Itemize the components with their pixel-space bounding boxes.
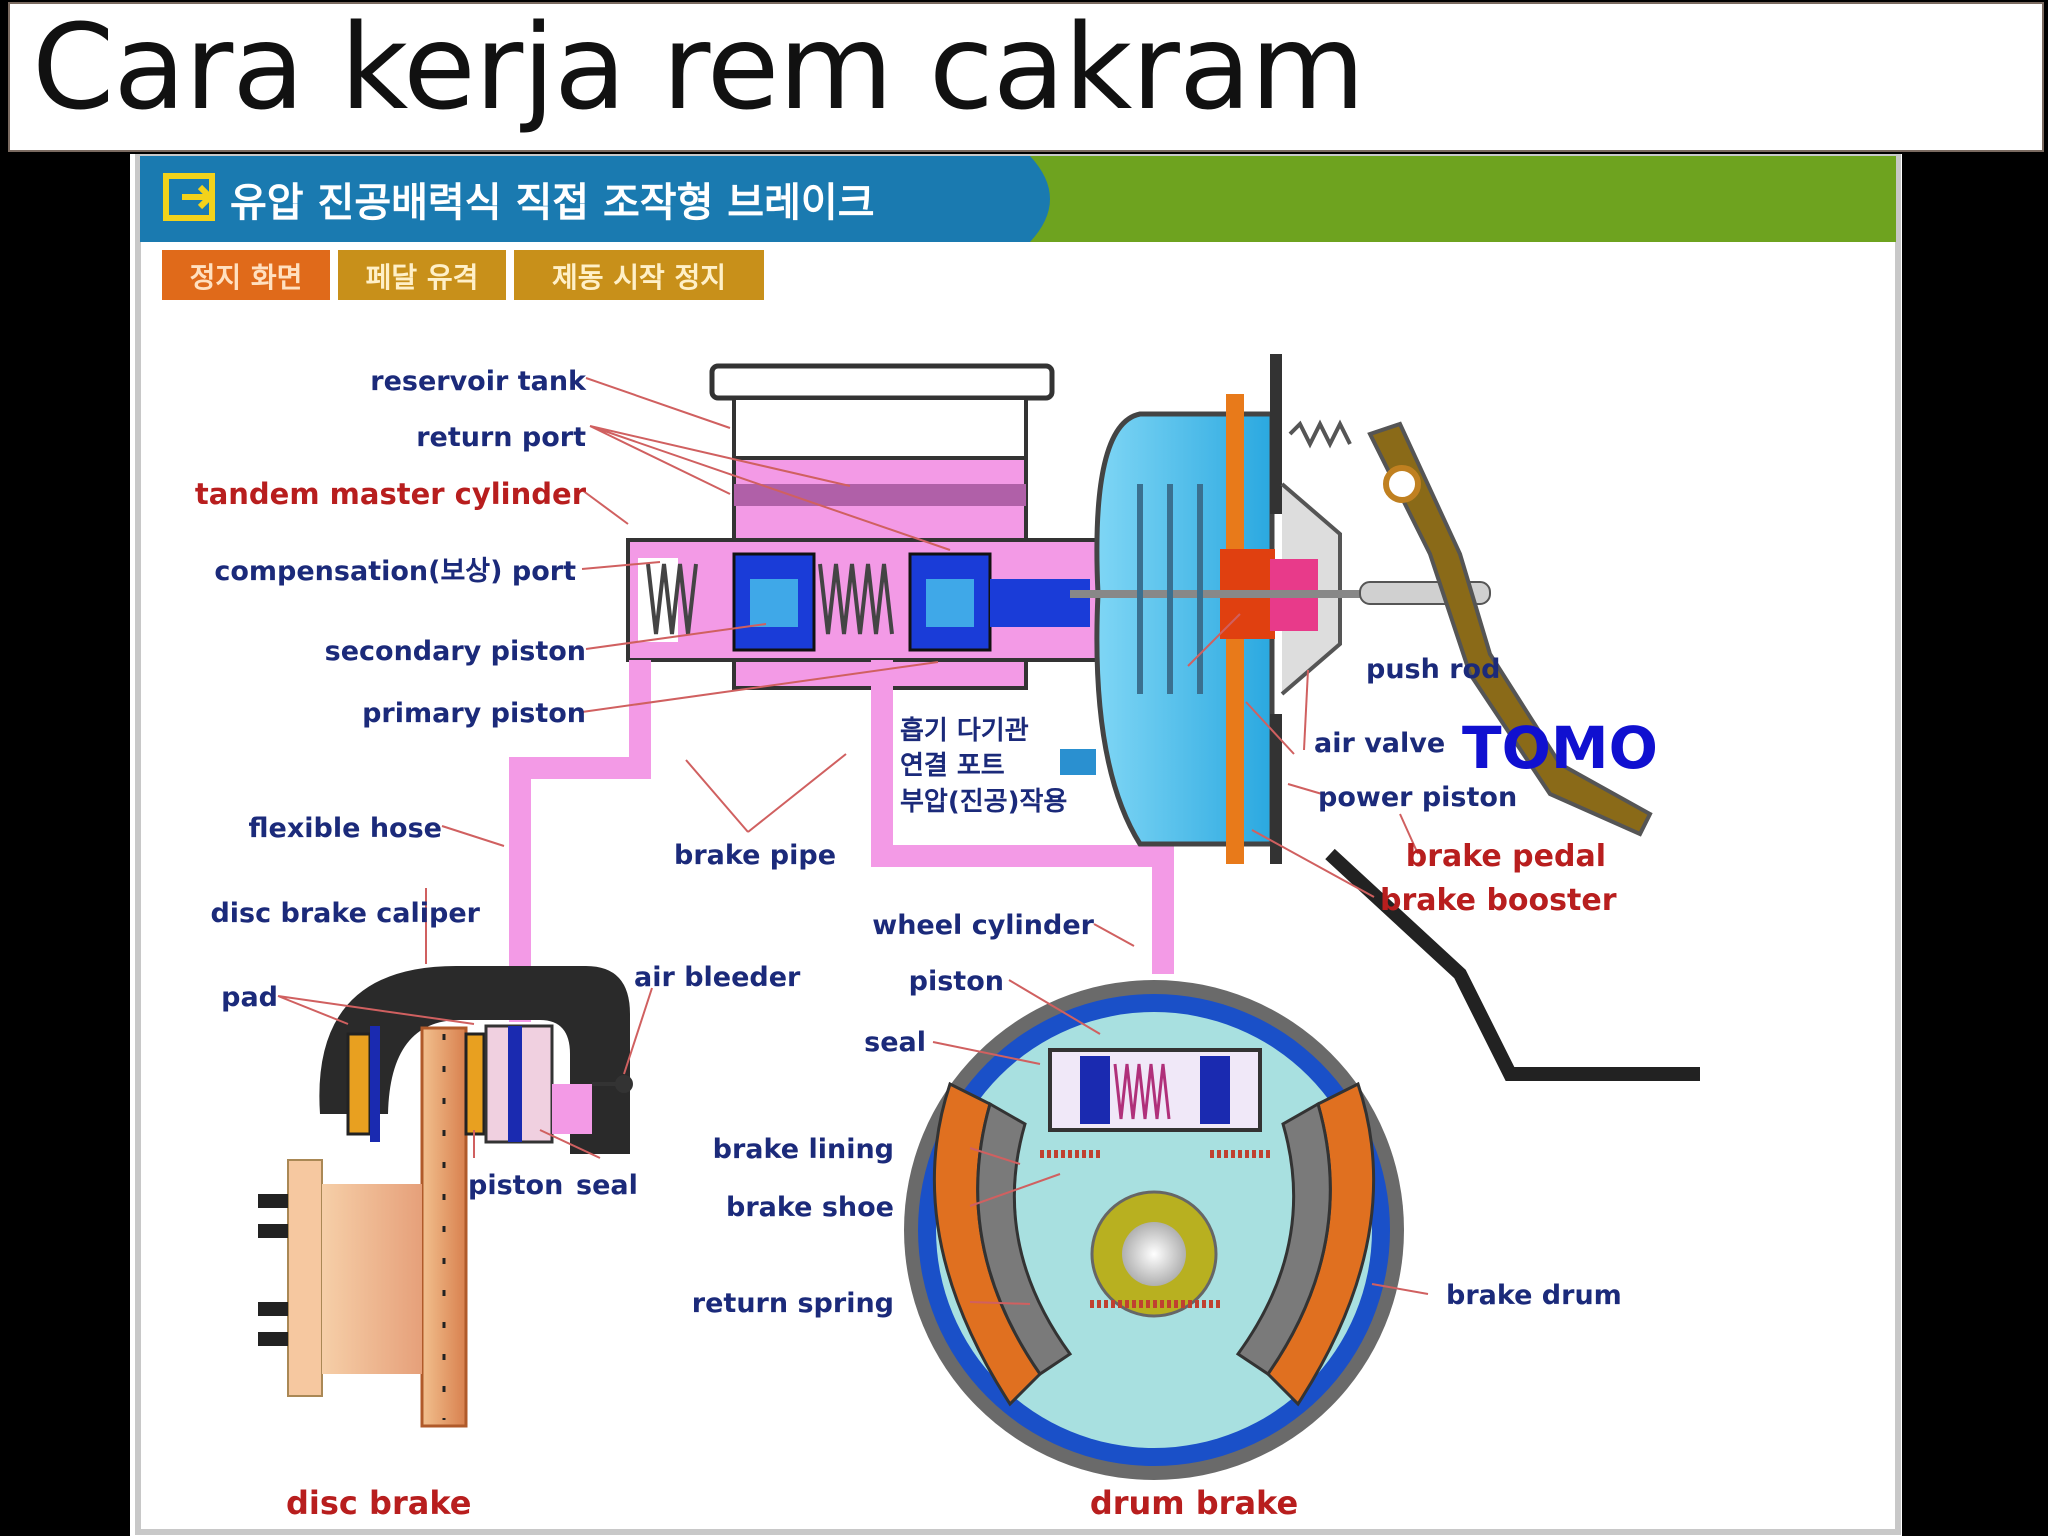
label-tandem-master-cylinder: tandem master cylinder bbox=[195, 477, 587, 511]
label-flexible-hose: flexible hose bbox=[249, 813, 442, 844]
label-power-piston: power piston bbox=[1318, 782, 1517, 813]
brake-pedal bbox=[1288, 419, 1700, 1081]
label-return-port: return port bbox=[416, 422, 586, 453]
label-reservoir-tank: reservoir tank bbox=[370, 366, 587, 397]
label-vacuum-action: 부압(진공)작용 bbox=[900, 787, 1067, 817]
label-intake-port: 연결 포트 bbox=[900, 751, 1005, 781]
brake-pipes bbox=[509, 660, 1174, 1022]
label-brake-lining: brake lining bbox=[713, 1134, 894, 1165]
label-return-spring: return spring bbox=[692, 1288, 894, 1319]
label-brake-pedal: brake pedal bbox=[1406, 839, 1606, 874]
label-pad: pad bbox=[221, 982, 278, 1013]
tab-braking-label: 제동 시작 정지 bbox=[552, 261, 726, 294]
label-seal: seal bbox=[576, 1170, 638, 1201]
label-secondary-piston: secondary piston bbox=[325, 636, 586, 667]
label-primary-piston: primary piston bbox=[362, 698, 586, 729]
label-drum-brake: drum brake bbox=[1090, 1484, 1298, 1522]
header-title: 유압 진공배력식 직접 조작형 브레이크 bbox=[230, 180, 875, 226]
exit-icon bbox=[163, 173, 215, 221]
label-drum-seal: seal bbox=[864, 1027, 926, 1058]
drum-brake-assembly bbox=[904, 980, 1404, 1480]
slide-title-box: Cara kerja rem cakram bbox=[8, 0, 2044, 152]
label-air-bleeder: air bleeder bbox=[634, 962, 801, 993]
tab-braking[interactable] bbox=[514, 250, 764, 300]
diagram-labels: reservoir tank return port tandem master… bbox=[195, 366, 1622, 1522]
label-air-valve: air valve bbox=[1314, 728, 1445, 759]
label-disc-brake-caliper: disc brake caliper bbox=[210, 898, 480, 929]
label-intake-manifold: 흡기 다기관 bbox=[900, 716, 1029, 746]
tab-stop-screen[interactable] bbox=[162, 250, 330, 300]
label-brake-booster: brake booster bbox=[1380, 883, 1617, 918]
label-brake-drum: brake drum bbox=[1446, 1280, 1622, 1311]
label-piston: piston bbox=[468, 1170, 563, 1201]
diagram-panel: 유압 진공배력식 직접 조작형 브레이크 정지 화면 페달 유격 제동 시작 정… bbox=[130, 154, 1902, 1536]
tab-pedal-play[interactable] bbox=[338, 250, 506, 300]
leader-lines bbox=[277, 377, 1429, 1305]
tomo-logo: TOMO bbox=[1462, 714, 1658, 782]
label-push-rod: push rod bbox=[1366, 654, 1500, 685]
tandem-master-cylinder bbox=[626, 538, 1100, 662]
header-blue-bar bbox=[140, 156, 1050, 242]
label-brake-pipe: brake pipe bbox=[674, 840, 836, 871]
slide-title: Cara kerja rem cakram bbox=[32, 0, 1365, 136]
tab-pedal-play-label: 페달 유격 bbox=[366, 261, 479, 294]
label-drum-piston: piston bbox=[909, 966, 1004, 997]
label-brake-shoe: brake shoe bbox=[726, 1192, 894, 1223]
tab-stop-screen-label: 정지 화면 bbox=[190, 261, 303, 294]
label-wheel-cylinder: wheel cylinder bbox=[872, 910, 1094, 941]
label-compensation-port: compensation(보상) port bbox=[214, 556, 576, 587]
label-disc-brake: disc brake bbox=[286, 1484, 471, 1522]
brake-system-diagram: 유압 진공배력식 직접 조작형 브레이크 정지 화면 페달 유격 제동 시작 정… bbox=[135, 154, 1901, 1535]
